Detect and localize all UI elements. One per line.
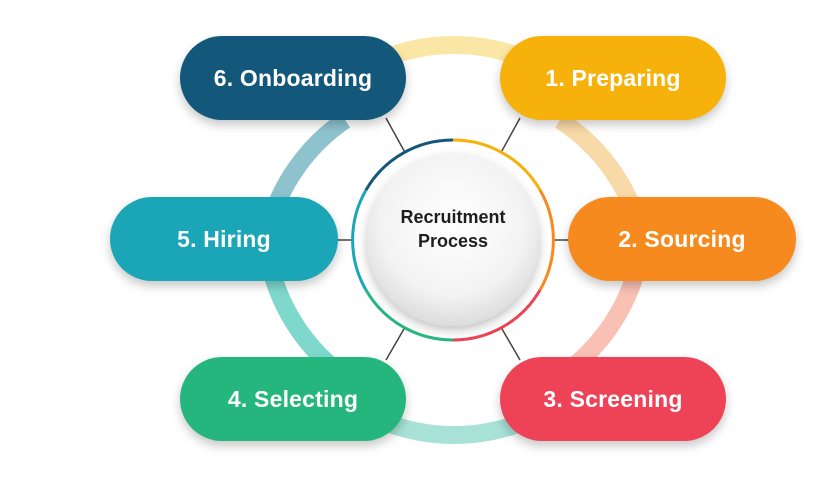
step-label: 5. Hiring <box>177 225 271 252</box>
inner-arc-5 <box>351 189 368 291</box>
inner-arc-4 <box>364 289 454 342</box>
step-label: 2. Sourcing <box>618 225 746 252</box>
inner-arc-6 <box>364 138 454 191</box>
step-preparing: 1. Preparing <box>500 36 726 120</box>
central-hub <box>351 138 555 342</box>
step-selecting: 4. Selecting <box>180 357 406 441</box>
ring-arc-screening-selecting <box>376 411 532 444</box>
step-onboarding: 6. Onboarding <box>180 36 406 120</box>
center-title-line1: Recruitment <box>400 207 506 227</box>
center-title-line2: Process <box>417 231 489 251</box>
step-screening: 3. Screening <box>500 357 726 441</box>
hub-disc <box>367 154 539 326</box>
inner-arc-1 <box>452 138 542 191</box>
step-label: 4. Selecting <box>227 385 359 412</box>
inner-arc-2 <box>538 189 555 291</box>
step-sourcing: 2. Sourcing <box>568 197 796 281</box>
center-title: Recruitment Process <box>370 205 536 253</box>
step-label: 6. Onboarding <box>213 64 373 91</box>
step-hiring: 5. Hiring <box>110 197 338 281</box>
step-label: 3. Screening <box>543 385 683 412</box>
inner-arc-3 <box>452 289 542 342</box>
step-label: 1. Preparing <box>545 64 681 91</box>
